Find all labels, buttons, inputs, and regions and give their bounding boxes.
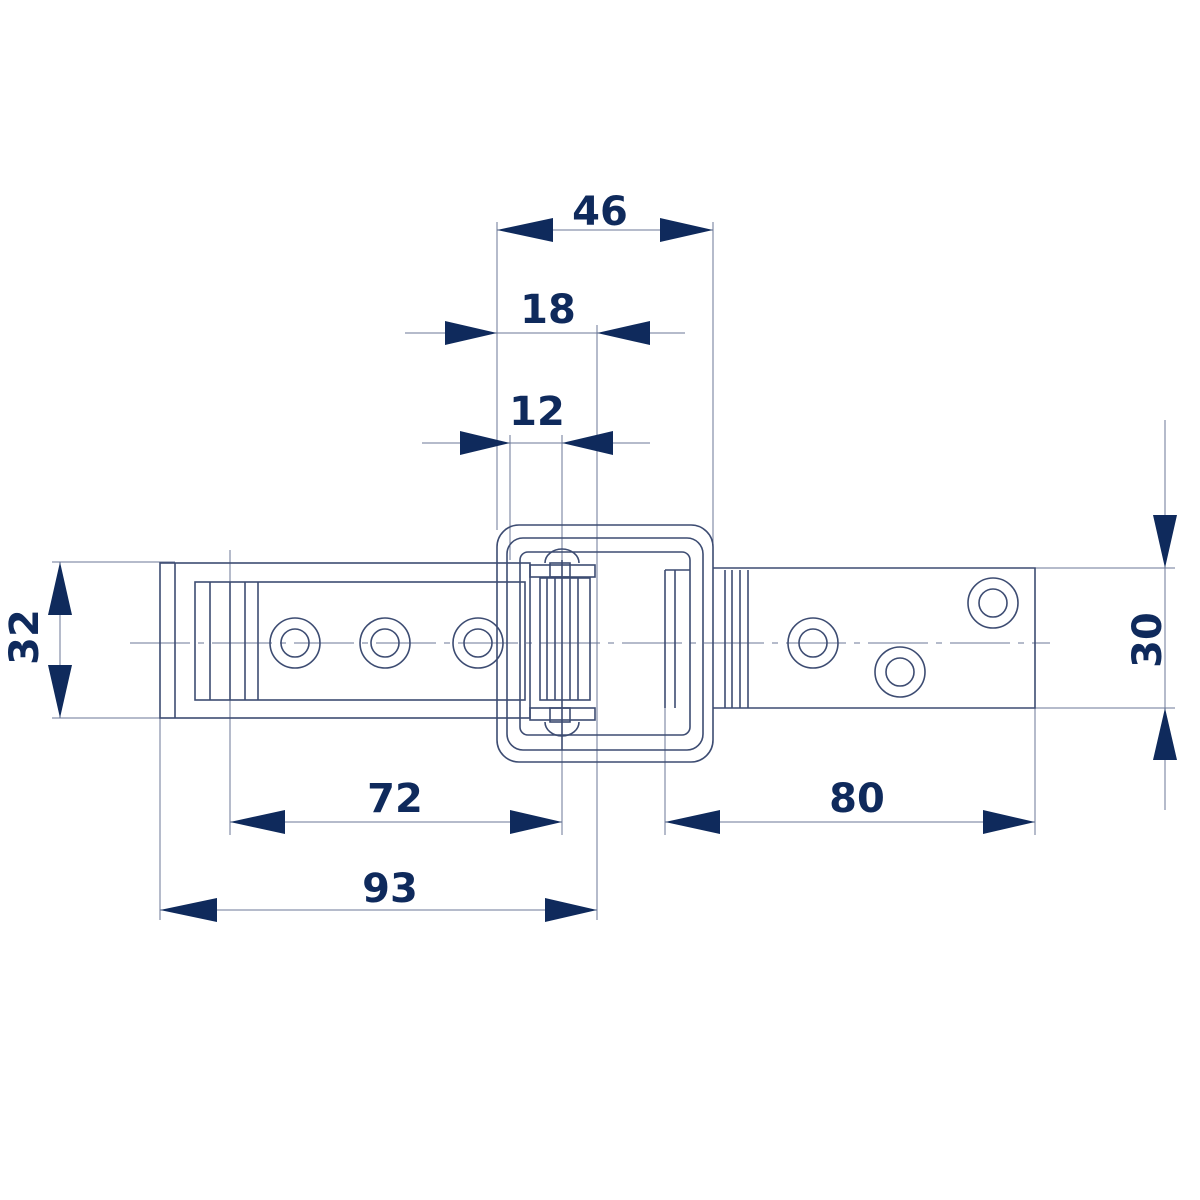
dimension-18: 18 [405, 287, 685, 345]
lever-strap [159, 562, 531, 719]
dimension-label-72: 72 [367, 776, 423, 822]
roller [539, 560, 591, 750]
dimension-12: 12 [422, 389, 650, 455]
dimension-30: 30 [1125, 420, 1177, 810]
dimension-46: 46 [497, 189, 713, 242]
mounting-holes-left [269, 617, 504, 669]
dimension-label-12: 12 [509, 389, 565, 435]
dimension-72: 72 [230, 776, 562, 834]
dimension-label-80: 80 [829, 776, 885, 822]
dimension-80: 80 [665, 776, 1035, 834]
dimension-label-18: 18 [520, 287, 576, 333]
dimension-label-93: 93 [362, 866, 418, 912]
catch-plate [664, 567, 1036, 709]
dimension-label-46: 46 [572, 189, 628, 235]
dimension-32: 32 [2, 562, 72, 718]
buckle-loop [496, 524, 714, 763]
extension-lines [52, 222, 1175, 920]
dimension-label-30: 30 [1125, 612, 1171, 668]
dimension-label-32: 32 [2, 609, 48, 665]
dimension-93: 93 [160, 866, 597, 922]
